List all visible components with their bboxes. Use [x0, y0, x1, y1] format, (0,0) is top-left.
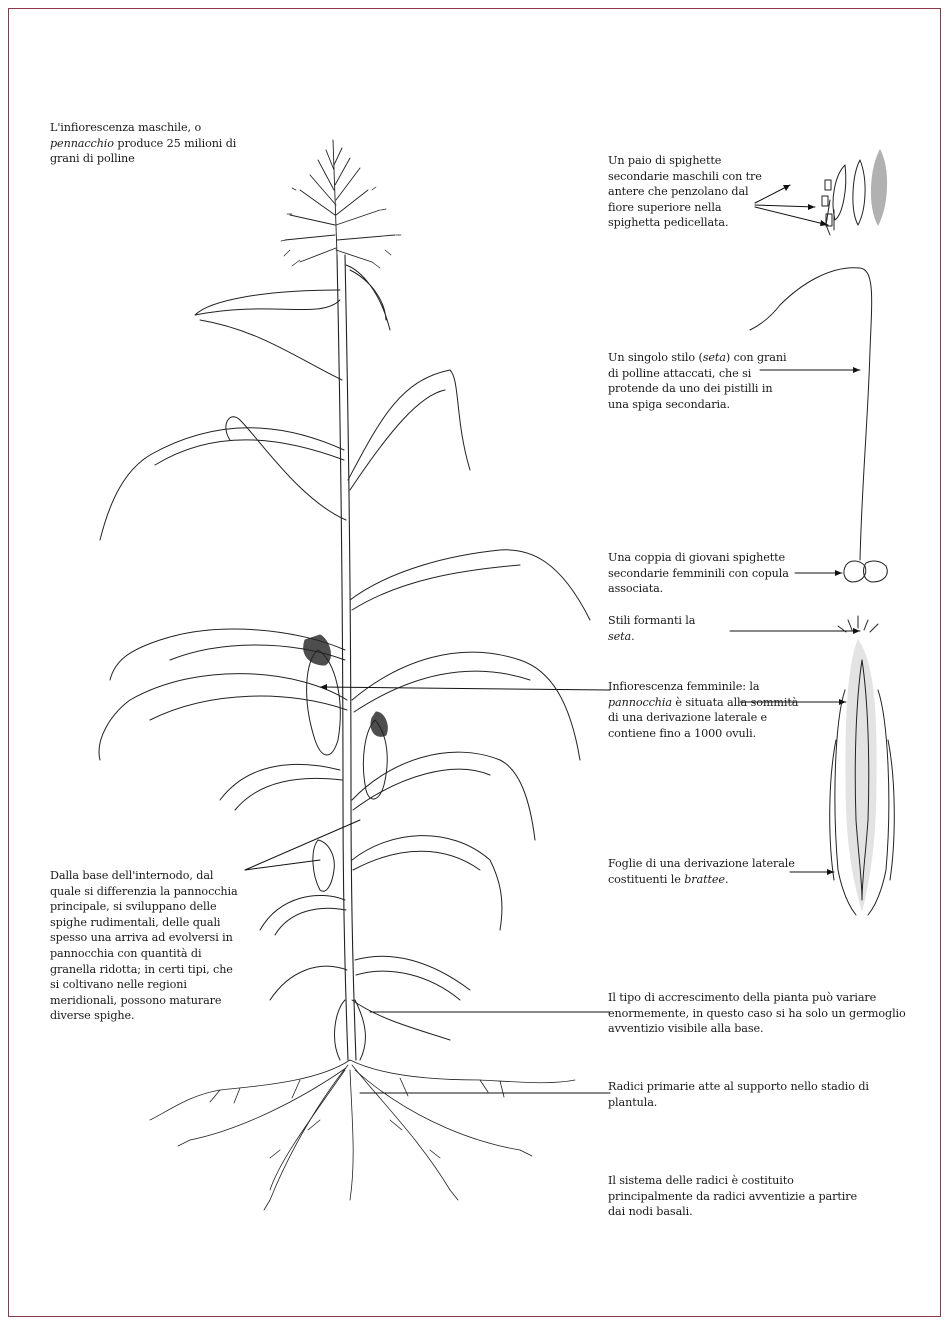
label-root-system: Il sistema delle radici è costituito pri…	[608, 1173, 868, 1220]
tassel	[281, 140, 401, 268]
label-male-spikelets: Un paio di spighette secondarie maschili…	[608, 153, 768, 231]
male-spikelets-detail	[822, 150, 887, 235]
label-internode-base: Dalla base dell'internodo, dal quale si …	[50, 868, 240, 1024]
label-female-spikelets: Una coppia di giovani spighette secondar…	[608, 550, 798, 597]
female-spikelets-detail	[844, 561, 887, 582]
silk-strand	[750, 268, 872, 560]
label-silk: Un singolo stilo (seta) con grani di pol…	[608, 350, 788, 412]
label-male-inflorescence: L'infiorescenza maschile, o pennacchio p…	[50, 120, 265, 167]
label-primary-roots: Radici primarie atte al supporto nello s…	[608, 1079, 888, 1110]
stalk	[337, 255, 356, 1060]
roots	[150, 1060, 575, 1210]
label-styles-forming: Stili formanti la seta.	[608, 613, 718, 644]
ears	[304, 635, 388, 891]
arrowheads	[320, 185, 860, 875]
label-growth-type: Il tipo di accrescimento della pianta pu…	[608, 990, 928, 1037]
label-female-inflorescence: Infiorescenza femminile: la pannocchia è…	[608, 679, 808, 741]
label-husk-leaves: Foglie di una derivazione laterale costi…	[608, 856, 813, 887]
ear-cross-section	[830, 616, 895, 915]
leader-lines	[245, 185, 860, 1093]
